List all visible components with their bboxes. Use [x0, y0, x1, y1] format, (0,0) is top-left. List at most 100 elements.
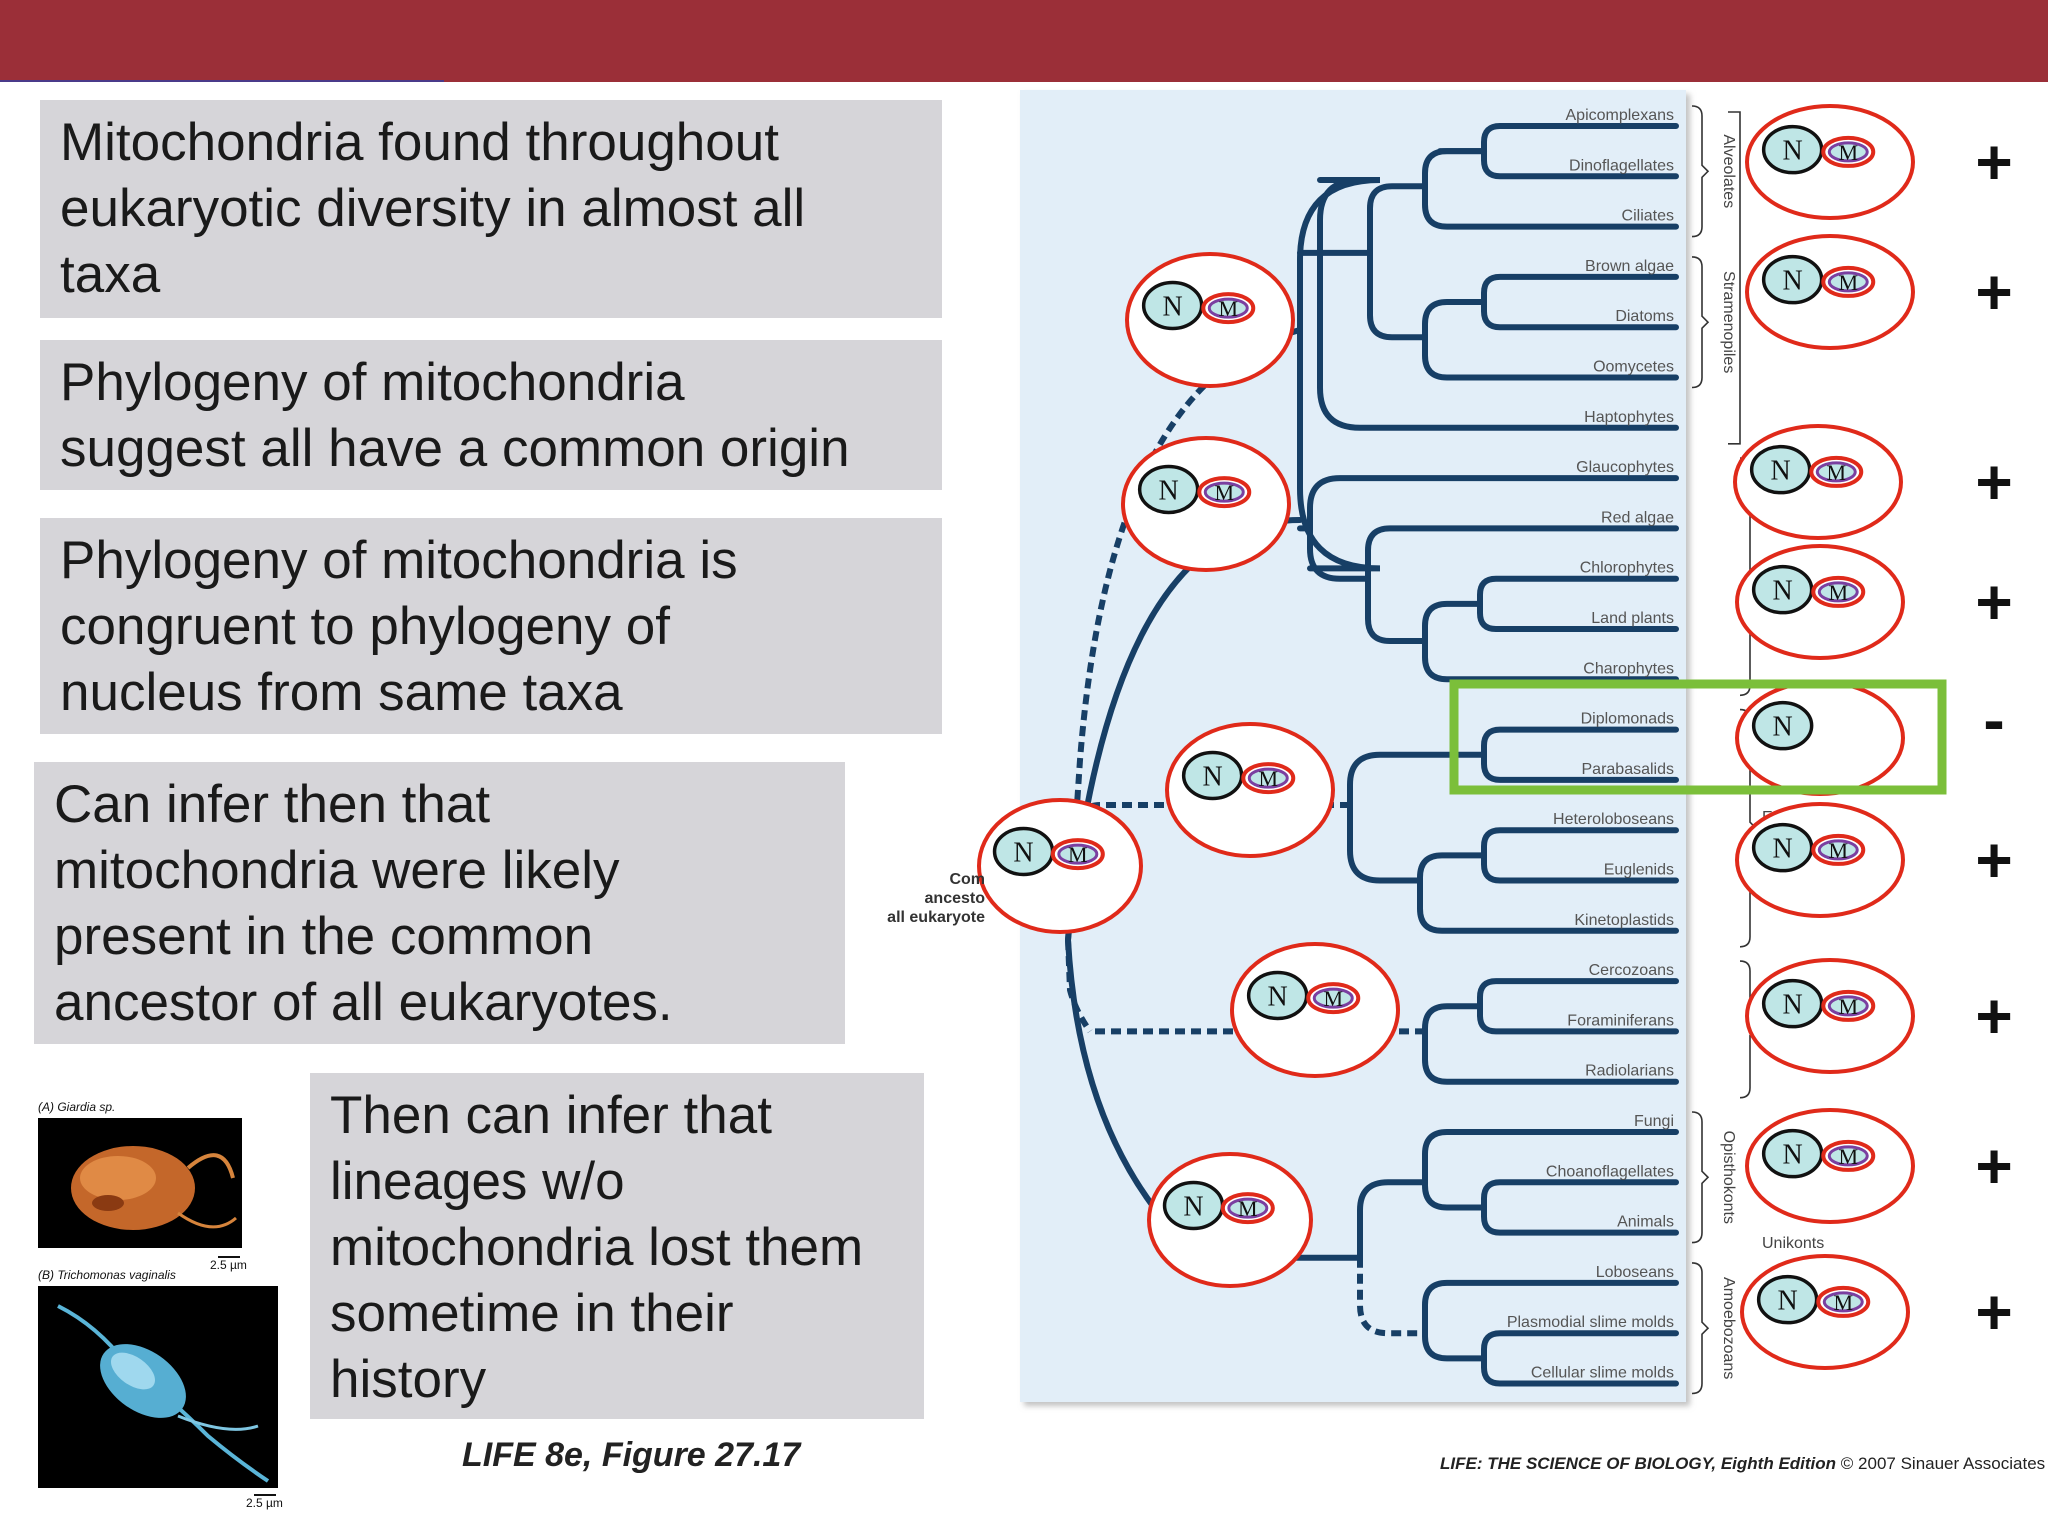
nucleus-letter: N [1183, 1191, 1203, 1222]
mitochondrion-inner [1057, 843, 1099, 865]
presence-sign: + [1975, 446, 2012, 518]
taxon-label: Choanoflagellates [1546, 1163, 1674, 1180]
nucleus-letter: N [1783, 1140, 1803, 1171]
node-branch [1422, 185, 1679, 230]
opisthokonts-label: Opisthokonts [1720, 1131, 1737, 1224]
taxon-label: Loboseans [1596, 1264, 1674, 1281]
nucleus-letter: N [1268, 981, 1288, 1012]
taxon-label: Charophytes [1583, 660, 1674, 677]
taxa-labels: ApicomplexansDinoflagellatesCiliatesBrow… [1507, 107, 1674, 1382]
node-branch [1365, 581, 1428, 644]
taxon-label: Brown algae [1585, 258, 1674, 275]
opisthokonts-bracket [1691, 1111, 1710, 1244]
mitochondrion-letter: M [1838, 994, 1858, 1019]
taxon-label: Foraminiferans [1567, 1012, 1674, 1029]
text-line: Phylogeny of mitochondria is [60, 531, 738, 590]
nucleus-letter: N [1783, 266, 1803, 297]
taxon-label: Apicomplexans [1566, 107, 1675, 124]
text-line: Can infer then that [54, 775, 491, 834]
mitochondrion-inner [1827, 141, 1869, 163]
amoebozoans-bracket [1691, 1262, 1710, 1395]
nucleus-letter: N [1773, 576, 1793, 607]
trichomonas-micrograph [38, 1286, 278, 1488]
trichomonas-image [57, 1304, 270, 1483]
text-box-1: Mitochondria found throughout eukaryotic… [40, 100, 942, 318]
node-branch [1422, 1040, 1679, 1085]
taxon-label: Euglenids [1604, 862, 1674, 879]
presence-sign: + [1975, 566, 2012, 638]
mitochondrion-inner [1817, 839, 1859, 861]
root-label-line: ancesto [925, 890, 986, 907]
node-branch [1417, 890, 1679, 934]
presence-sign: + [1975, 126, 2012, 198]
taxon-label: Chlorophytes [1580, 560, 1674, 577]
presence-sign: + [1975, 1276, 2012, 1348]
node-branch [1357, 1257, 1425, 1337]
text-line: sometime in their [330, 1284, 734, 1343]
node-branch [1357, 1179, 1428, 1261]
node-branch [1422, 1129, 1679, 1173]
nucleus-letter: N [1773, 712, 1793, 743]
copyright-line: LIFE: THE SCIENCE OF BIOLOGY, Eighth Edi… [1440, 1454, 2045, 1474]
figure-panel [1020, 90, 1686, 1402]
taxon-label: Parabasalids [1582, 761, 1675, 778]
title-bar-underline [0, 80, 444, 82]
taxon-label: Heteroloboseans [1553, 811, 1674, 828]
mitochondrion-letter: M [1838, 1144, 1858, 1169]
trichomonas-scale: 2.5 µm [246, 1496, 283, 1510]
taxon-group-cell: N [1735, 680, 1905, 796]
node-branch [1307, 475, 1679, 532]
trichomonas-label: (B) Trichomonas vaginalis [38, 1268, 176, 1282]
presence-sign: + [1975, 256, 2012, 328]
presence-sign: + [1975, 980, 2012, 1052]
taxon-label: Glaucophytes [1576, 459, 1674, 476]
text-box-4: Can infer then that mitochondria were li… [34, 762, 845, 1044]
text-line: nucleus from same taxa [60, 663, 623, 722]
highlight-layer [1449, 679, 1947, 795]
nucleus-letter: N [1013, 837, 1033, 868]
mitochondrion-letter: M [1838, 270, 1858, 295]
presence-sign: + [1975, 1130, 2012, 1202]
mitochondrion-letter: M [1828, 580, 1848, 605]
diplomonad-highlight-box [1449, 679, 1947, 795]
figure-caption: LIFE 8e, Figure 27.17 [462, 1436, 801, 1474]
text-line: ancestor of all eukaryotes. [54, 973, 673, 1032]
nucleus-letter: N [1773, 834, 1793, 865]
text-box-3: Phylogeny of mitochondria is congruent t… [40, 518, 942, 734]
mitochondrion-inner [1815, 461, 1857, 483]
root-label-line: all eukaryote [887, 909, 985, 926]
nucleus-letter: N [1159, 475, 1179, 506]
mitochondrion-letter: M [1828, 838, 1848, 863]
node-branch [1422, 148, 1487, 192]
amoebozoans-label: Amoebozoans [1720, 1277, 1737, 1379]
mitochondrion-inner [1827, 995, 1869, 1017]
nucleus-letter: N [1783, 990, 1803, 1021]
taxon-label: Radiolarians [1585, 1063, 1674, 1080]
mitochondrion-inner [1827, 271, 1869, 293]
node-branch [1347, 751, 1487, 821]
taxon-label: Dinoflagellates [1569, 157, 1674, 174]
stramenopiles-bracket [1691, 256, 1710, 389]
node-branch [1365, 525, 1679, 588]
taxon-label: Diplomonads [1581, 711, 1674, 728]
stramenopiles-label: Stramenopiles [1720, 271, 1737, 373]
mitochondrion-inner [1312, 987, 1354, 1009]
text-line: Phylogeny of mitochondria [60, 353, 685, 412]
giardia-label: (A) Giardia sp. [38, 1100, 116, 1114]
taxon-label: Land plants [1591, 610, 1674, 627]
taxon-label: Kinetoplastids [1574, 912, 1674, 929]
text-line: history [330, 1350, 487, 1409]
mitochondrion-inner [1247, 767, 1289, 789]
text-box-2: Phylogeny of mitochondria suggest all ha… [40, 340, 942, 490]
node-branch [1422, 1166, 1487, 1211]
copyright-title: LIFE: THE SCIENCE OF BIOLOGY, Eighth Edi… [1440, 1454, 1837, 1473]
mitochondrion-inner [1822, 1291, 1864, 1313]
title-bar [0, 0, 2048, 82]
